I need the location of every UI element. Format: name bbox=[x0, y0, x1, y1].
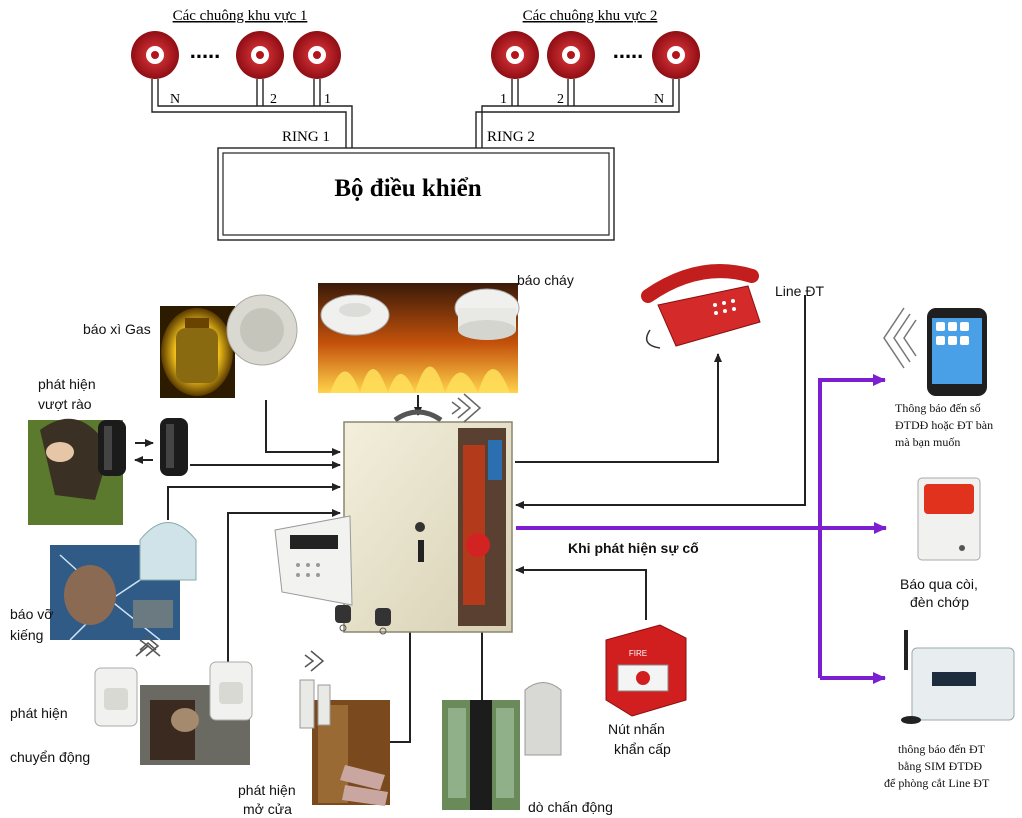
wire-label: 2 bbox=[270, 92, 277, 107]
mobile-label-2: ĐTDĐ hoặc ĐT bàn bbox=[895, 418, 993, 432]
sensor-connections bbox=[134, 295, 806, 743]
zone2-dots: ..... bbox=[613, 38, 644, 63]
fence-detector bbox=[28, 418, 188, 525]
door-sensor bbox=[299, 650, 390, 806]
vibration-label: dò chấn động bbox=[528, 799, 613, 815]
bell-icon bbox=[236, 31, 284, 79]
vibration-sensor bbox=[442, 682, 562, 810]
motion-label-1: phát hiện bbox=[10, 705, 68, 721]
siren-label-1: Báo qua còi, bbox=[900, 576, 978, 592]
wire-label: 2 bbox=[557, 92, 564, 107]
motion-label-2: chuyển động bbox=[10, 749, 90, 765]
bell-icon bbox=[652, 31, 700, 79]
wifi-icon bbox=[451, 393, 482, 423]
bell-icon bbox=[491, 31, 539, 79]
siren-label-2: đèn chớp bbox=[910, 594, 969, 610]
ring2-wiring bbox=[475, 79, 680, 148]
zone2-title: Các chuông khu vực 2 bbox=[523, 8, 658, 24]
ring2-label: RING 2 bbox=[487, 129, 535, 145]
mobile-label-1: Thông báo đến số bbox=[895, 401, 981, 415]
panic-label-2: khẩn cấp bbox=[614, 741, 671, 757]
smoke-detector bbox=[318, 283, 520, 393]
wire-label: N bbox=[170, 92, 180, 107]
wifi-icon bbox=[139, 635, 160, 657]
alarm-panel bbox=[343, 393, 513, 633]
glass-label-1: báo vỡ bbox=[10, 606, 53, 622]
sim-label-1: thông báo đến ĐT bbox=[898, 742, 986, 756]
siren-icon bbox=[917, 477, 981, 561]
output-arrows bbox=[516, 374, 887, 684]
fence-label-2: vượt rào bbox=[38, 396, 92, 412]
zone1-dots: ..... bbox=[190, 38, 221, 63]
controller-box: Bộ điều khiển bbox=[217, 147, 615, 241]
sim-label-2: bằng SIM ĐTDĐ bbox=[898, 759, 982, 773]
door-label-2: mở cửa bbox=[243, 801, 292, 817]
mobile-phone-icon bbox=[883, 307, 987, 396]
remote-icon bbox=[335, 605, 351, 632]
fire-button-text: FIRE bbox=[629, 649, 647, 658]
glass-label-2: kiếng bbox=[10, 627, 43, 643]
gas-sensor bbox=[160, 294, 298, 398]
sim-label-3: để phòng cắt Line ĐT bbox=[884, 776, 990, 790]
door-label-1: phát hiện bbox=[238, 782, 296, 798]
motion-detector bbox=[94, 635, 253, 765]
panic-label-1: Nút nhấn bbox=[608, 721, 665, 737]
wire-label: 1 bbox=[324, 92, 331, 107]
bells-section: Các chuông khu vực 1 Các chuông khu vực … bbox=[131, 8, 700, 241]
bell-icon bbox=[547, 31, 595, 79]
bell-icon bbox=[293, 31, 341, 79]
keypad-device bbox=[274, 515, 391, 635]
bell-icon bbox=[131, 31, 179, 79]
wire-label: 1 bbox=[500, 92, 507, 107]
ring1-wiring bbox=[151, 79, 353, 148]
event-label: Khi phát hiện sự cố bbox=[568, 540, 699, 556]
gas-label: báo xì Gas bbox=[83, 321, 151, 337]
panic-button: FIRE bbox=[605, 624, 687, 717]
wire-label: N bbox=[654, 92, 664, 107]
phone-line-label: Line ĐT bbox=[775, 283, 824, 299]
remote-icon bbox=[375, 608, 391, 635]
ring1-label: RING 1 bbox=[282, 129, 330, 145]
sim-communicator-icon bbox=[901, 630, 1015, 724]
fence-label-1: phát hiện bbox=[38, 376, 96, 392]
wifi-icon bbox=[304, 650, 325, 672]
phone-icon bbox=[641, 264, 761, 349]
controller-label: Bộ điều khiển bbox=[334, 175, 481, 202]
fire-label: báo cháy bbox=[517, 272, 574, 288]
zone1-title: Các chuông khu vực 1 bbox=[173, 8, 308, 24]
glass-break-detector bbox=[50, 522, 197, 657]
mobile-label-3: mà bạn muốn bbox=[895, 435, 960, 449]
